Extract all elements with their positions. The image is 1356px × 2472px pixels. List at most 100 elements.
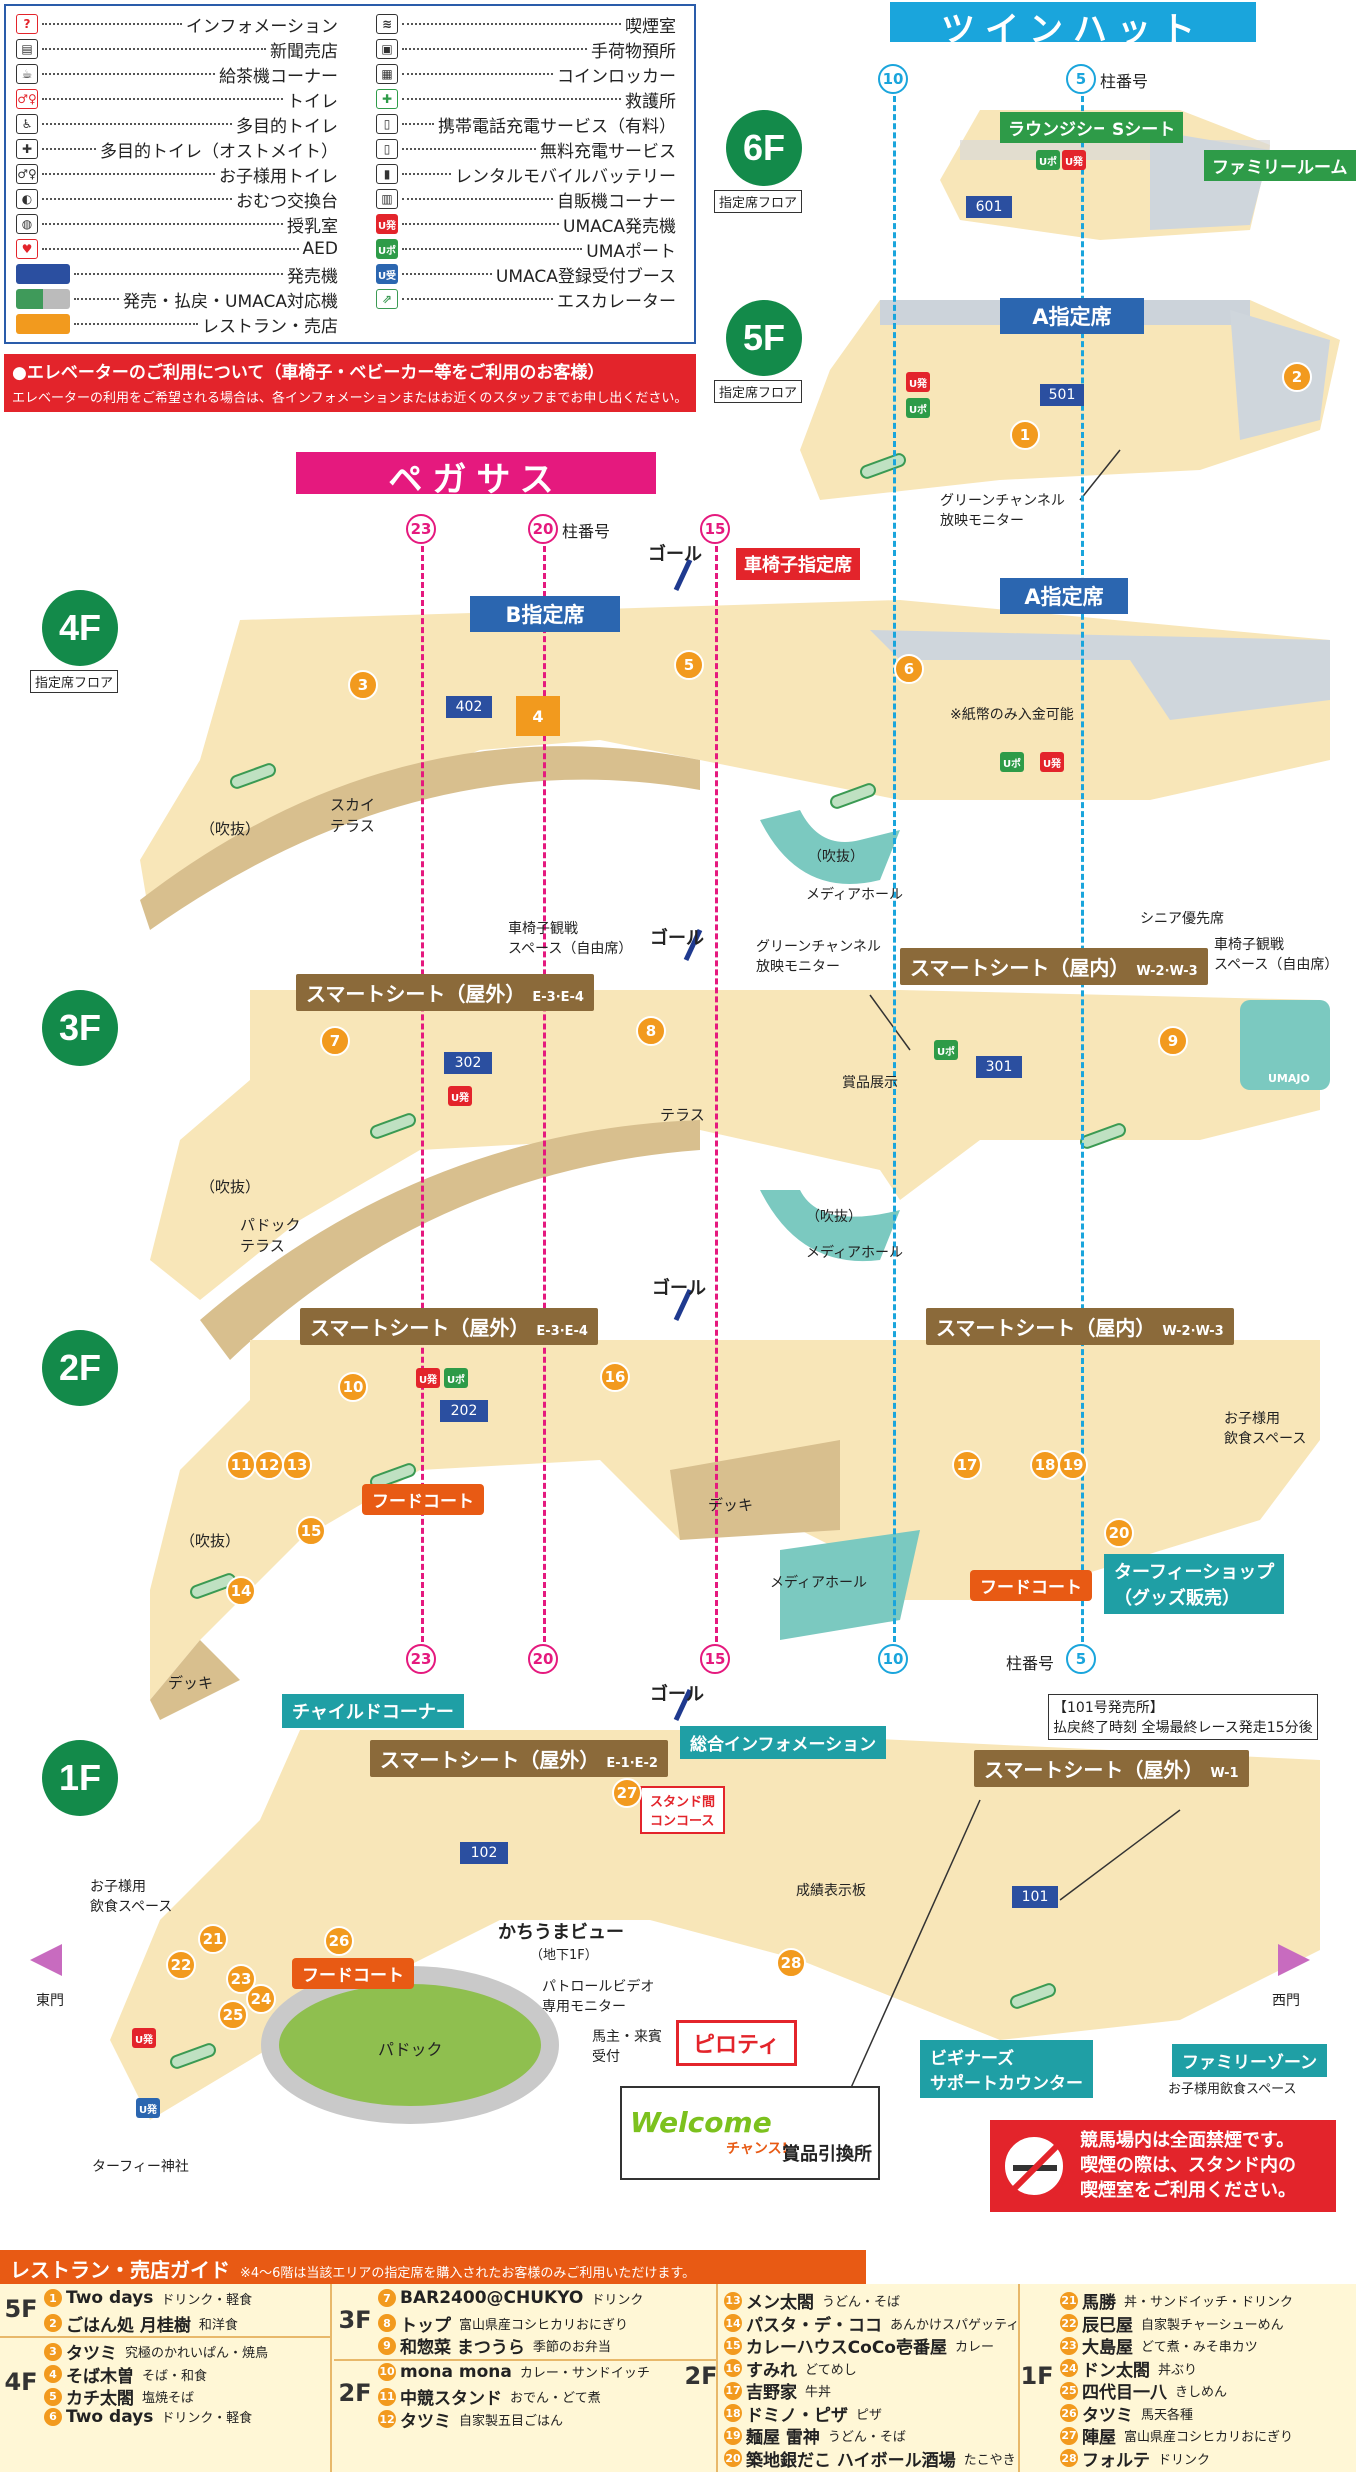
shop-7-marker[interactable]: 7 <box>320 1026 350 1056</box>
food-court-2f-b[interactable]: フードコート <box>970 1570 1092 1601</box>
shop-4-marker[interactable]: 4 <box>516 696 560 736</box>
smart-seat-outdoor-1f-w[interactable]: スマートシート（屋外） W-1 <box>974 1750 1249 1787</box>
ticket-machine-202[interactable]: 202 <box>440 1400 488 1422</box>
legend-row-restaurant: レストラン・売店 <box>16 312 338 337</box>
turfy-shop[interactable]: ターフィーショップ （グッズ販売） <box>1104 1554 1285 1614</box>
guide-shop-name: カチ太閤 <box>66 2389 134 2409</box>
guide-shop-name: Two days <box>66 2288 154 2308</box>
room-family[interactable]: ファミリールーム <box>1204 150 1356 181</box>
umaca-machine-badge-2f[interactable]: U発 <box>416 1368 440 1388</box>
shop-18-marker[interactable]: 18 <box>1030 1450 1060 1480</box>
smart-seat-indoor-2f[interactable]: スマートシート（屋内） W-2·W-3 <box>926 1308 1234 1345</box>
umaca-machine-badge-4f[interactable]: U発 <box>1040 752 1064 772</box>
shop-24-marker[interactable]: 24 <box>246 1984 276 2014</box>
ticket-machine-402[interactable]: 402 <box>446 696 492 718</box>
child-corner[interactable]: チャイルドコーナー <box>282 1694 464 1728</box>
food-court-2f-a[interactable]: フードコート <box>362 1484 484 1515</box>
shop-13-marker[interactable]: 13 <box>282 1450 312 1480</box>
shop-19-marker[interactable]: 19 <box>1058 1450 1088 1480</box>
family-zone[interactable]: ファミリーゾーン <box>1172 2044 1328 2077</box>
uma-port-badge-2f[interactable]: Uポ <box>444 1368 468 1388</box>
uma-port-badge-4f[interactable]: Uポ <box>1000 752 1024 772</box>
ticket-machine-101[interactable]: 101 <box>1012 1886 1058 1908</box>
smart-seat-indoor-3f[interactable]: スマートシート（屋内） W-2·W-3 <box>900 948 1208 985</box>
shop-3-marker[interactable]: 3 <box>348 670 378 700</box>
ticket-machine-102[interactable]: 102 <box>460 1842 508 1864</box>
beginners-support-counter[interactable]: ビギナーズ サポートカウンター <box>920 2040 1093 2098</box>
shop-21-marker[interactable]: 21 <box>198 1924 228 1954</box>
smart-seat-outdoor-1f[interactable]: スマートシート（屋外） E-1·E-2 <box>370 1740 668 1777</box>
shop-25-marker[interactable]: 25 <box>218 2000 248 2030</box>
kachiuma-view[interactable]: かちうまビュー <box>498 1922 624 1943</box>
shop-27-marker[interactable]: 27 <box>612 1778 642 1808</box>
shop-11-marker[interactable]: 11 <box>226 1450 256 1480</box>
umaca-machine-badge-6f[interactable]: U発 <box>1062 150 1086 170</box>
shop-16-marker[interactable]: 16 <box>600 1362 630 1392</box>
piloti[interactable]: ピロティ <box>676 2020 797 2066</box>
shop-15-marker[interactable]: 15 <box>296 1516 326 1546</box>
guide-shop-name: 大島屋 <box>1082 2338 1133 2358</box>
shop-10-marker[interactable]: 10 <box>338 1372 368 1402</box>
uma-port-badge-3f[interactable]: Uポ <box>934 1040 958 1060</box>
shop-5-marker[interactable]: 5 <box>674 650 704 680</box>
ticket-machine-301[interactable]: 301 <box>976 1056 1022 1078</box>
shop-8-marker[interactable]: 8 <box>636 1016 666 1046</box>
shop-28-marker[interactable]: 28 <box>776 1948 806 1978</box>
shop-1-marker[interactable]: 1 <box>1010 420 1040 450</box>
ticket-machine-302[interactable]: 302 <box>444 1052 492 1074</box>
shop-14-marker[interactable]: 14 <box>226 1576 256 1606</box>
umaca-machine-badge-5f[interactable]: U発 <box>906 372 930 392</box>
food-court-1f[interactable]: フードコート <box>292 1958 414 1989</box>
shop-2-marker[interactable]: 2 <box>1282 362 1312 392</box>
shop-26-marker[interactable]: 26 <box>324 1926 354 1956</box>
shop-6-marker[interactable]: 6 <box>894 654 924 684</box>
prize-exchange-box[interactable]: Welcome チャンス! 賞品引換所 <box>620 2086 880 2180</box>
general-information[interactable]: 総合インフォメーション <box>680 1726 887 1759</box>
room-s-seat[interactable]: Sシート <box>1104 112 1184 143</box>
shop-9-marker[interactable]: 9 <box>1158 1026 1188 1056</box>
shop-12-marker[interactable]: 12 <box>254 1450 284 1480</box>
uma-port-badge-5f[interactable]: Uポ <box>906 398 930 418</box>
smart-seat-outdoor-2f[interactable]: スマートシート（屋外） E-3·E-4 <box>300 1308 598 1345</box>
east-gate-label[interactable]: 東門 <box>36 1993 64 2009</box>
ticket-machine-601[interactable]: 601 <box>966 196 1012 218</box>
shop-22-marker[interactable]: 22 <box>166 1950 196 1980</box>
ticket-machine-501[interactable]: 501 <box>1040 384 1084 406</box>
umaca-machine-badge-1f[interactable]: U発 <box>132 2028 156 2048</box>
west-gate-label[interactable]: 西門 <box>1272 1993 1300 2009</box>
umaca-booth-badge-1f[interactable]: U発 <box>136 2098 160 2118</box>
shop-20-marker[interactable]: 20 <box>1104 1518 1134 1548</box>
shop-17-marker[interactable]: 17 <box>952 1450 982 1480</box>
umaca-machine-badge-3f[interactable]: U発 <box>448 1086 472 1106</box>
smart-seat-outdoor-3f[interactable]: スマートシート（屋外） E-3·E-4 <box>296 974 594 1011</box>
uma-port-badge-6f[interactable]: Uポ <box>1036 150 1060 170</box>
